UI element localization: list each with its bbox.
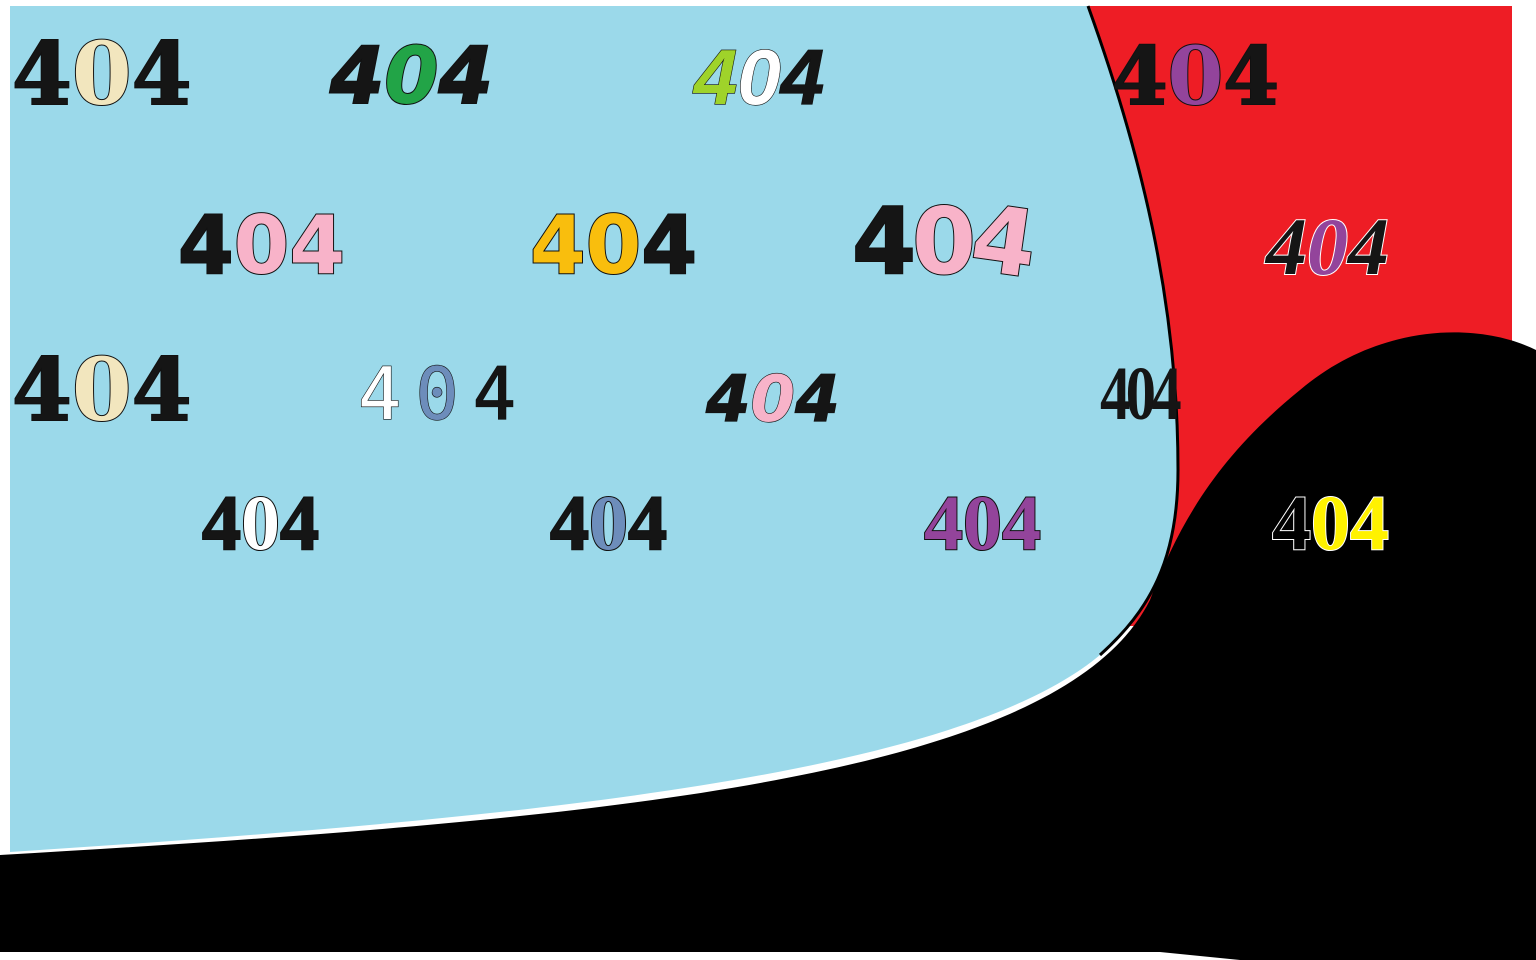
digit: 0 bbox=[737, 33, 782, 121]
digit: 4 bbox=[1001, 479, 1042, 566]
digit: 4 bbox=[693, 33, 738, 121]
label-404-condensed: 404 bbox=[1100, 352, 1182, 436]
digit: 0 bbox=[71, 24, 133, 125]
digit: 4 bbox=[1222, 29, 1280, 123]
digit: 0 bbox=[71, 340, 133, 441]
digit: 0 bbox=[588, 479, 629, 566]
digit: 4 bbox=[964, 183, 1040, 299]
digit: 0 bbox=[911, 188, 977, 295]
label-404-pink-script: 404 bbox=[705, 363, 840, 437]
digit: 0 bbox=[585, 199, 643, 292]
digit: 0 bbox=[750, 363, 796, 437]
digit: 4 bbox=[279, 479, 320, 566]
label-404-lime: 404 bbox=[693, 33, 825, 121]
digit: 4 bbox=[131, 24, 193, 125]
digit: 4 bbox=[1100, 352, 1130, 436]
label-404-purple-red: 404 bbox=[1265, 201, 1390, 292]
digit: 4 bbox=[794, 363, 840, 437]
digit: 4 bbox=[851, 188, 917, 295]
digit: 4 bbox=[11, 24, 73, 125]
label-404-amber: 404 bbox=[529, 199, 698, 292]
digit: 0 bbox=[1306, 201, 1349, 292]
black-wave bbox=[0, 332, 1536, 960]
label-404-slate: 404 bbox=[549, 479, 668, 566]
digit: 4 bbox=[177, 199, 235, 292]
digit: 4 bbox=[1151, 352, 1181, 436]
digit: 0 bbox=[1125, 352, 1156, 436]
label-404-cream: 404 bbox=[11, 24, 193, 125]
digit: 4 bbox=[529, 199, 587, 292]
digit: 0 bbox=[1310, 479, 1351, 566]
label-404-green: 404 bbox=[329, 32, 494, 122]
digit: 4 bbox=[549, 479, 590, 566]
digit: 0 bbox=[1167, 29, 1225, 123]
digit: 4 bbox=[329, 32, 385, 122]
digit: 4 bbox=[780, 33, 825, 121]
digit: 0 bbox=[415, 352, 473, 436]
label-404-pink-bold: 404 bbox=[851, 183, 1040, 299]
label-404-purple-white: 404 bbox=[923, 479, 1042, 566]
digit: 4 bbox=[705, 363, 751, 437]
digit: 4 bbox=[1349, 479, 1390, 566]
digit: 4 bbox=[357, 352, 416, 436]
digit: 4 bbox=[201, 479, 242, 566]
label-404-yellow: 404 bbox=[1271, 479, 1390, 566]
label-404-white: 404 bbox=[201, 479, 320, 566]
digit: 4 bbox=[1265, 201, 1308, 292]
digit: 4 bbox=[640, 199, 698, 292]
digit: 4 bbox=[288, 199, 346, 292]
label-404-purple-top: 404 bbox=[1111, 29, 1280, 123]
sky-panel bbox=[10, 6, 1178, 852]
digit: 4 bbox=[1111, 29, 1169, 123]
label-404-digital: 404 bbox=[357, 352, 531, 436]
digit: 0 bbox=[233, 199, 291, 292]
digit: 4 bbox=[923, 479, 964, 566]
digit: 0 bbox=[240, 479, 281, 566]
digit: 4 bbox=[472, 352, 531, 436]
digit: 4 bbox=[1271, 479, 1312, 566]
digit: 0 bbox=[383, 32, 439, 122]
digit: 0 bbox=[962, 479, 1003, 566]
label-404-cream-2: 404 bbox=[11, 340, 193, 441]
sky-panel-edge bbox=[1086, 5, 1180, 657]
digit: 4 bbox=[131, 340, 193, 441]
digit: 4 bbox=[627, 479, 668, 566]
digit: 4 bbox=[438, 32, 494, 122]
label-404-pink-split: 404 bbox=[177, 199, 346, 292]
digit: 4 bbox=[11, 340, 73, 441]
digit: 4 bbox=[1347, 201, 1390, 292]
